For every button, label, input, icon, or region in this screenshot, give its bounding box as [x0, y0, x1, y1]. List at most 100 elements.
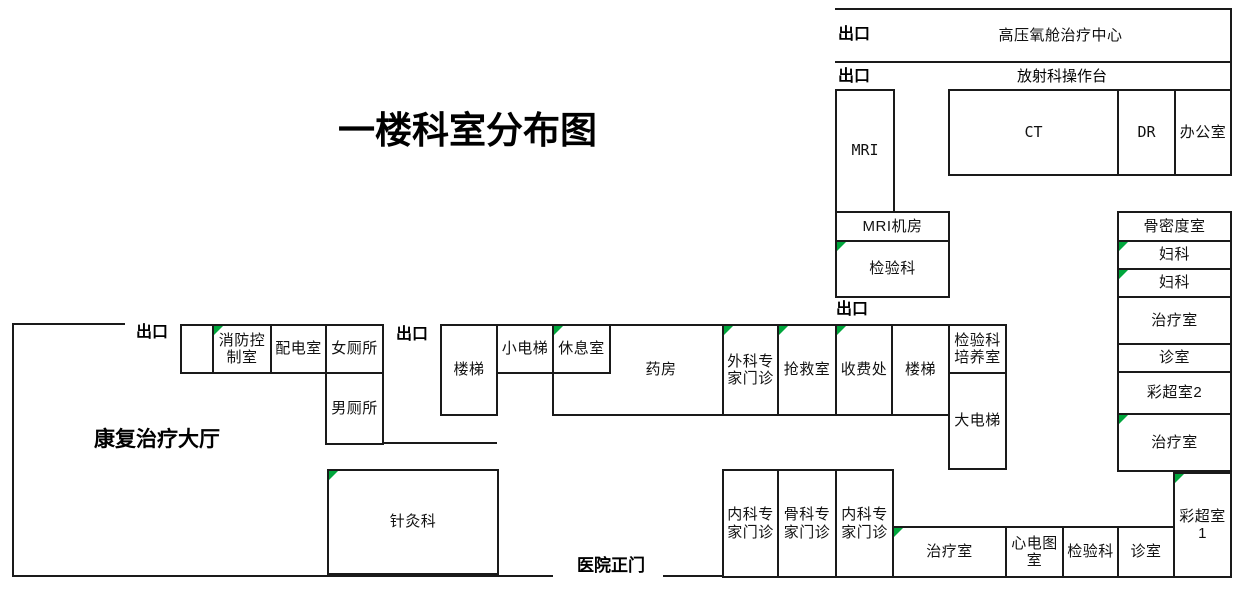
room-ultrasound-1: 彩超室 1 — [1173, 472, 1232, 578]
room-label-treatment-south: 治疗室 — [926, 543, 973, 561]
door-marker-icon — [554, 326, 563, 335]
label-exit-north: 出口 — [836, 301, 869, 318]
room-label-treatment-east-1: 治疗室 — [1151, 311, 1198, 329]
door-marker-icon — [1119, 270, 1128, 279]
room-label-dr: DR — [1137, 122, 1156, 141]
room-label-bone-density-room: 骨密度室 — [1143, 217, 1206, 235]
wall-hall-bottom-left — [12, 575, 553, 577]
room-cashier: 收费处 — [835, 324, 893, 416]
room-small-elevator: 小电梯 — [496, 324, 554, 374]
room-rescue-room: 抢救室 — [777, 324, 837, 416]
room-label-mri: MRI — [851, 141, 879, 160]
room-label-mens-toilet: 男厕所 — [331, 399, 378, 417]
room-label-cashier: 收费处 — [840, 361, 888, 379]
room-label-lab-south: 检验科 — [1067, 543, 1114, 561]
room-label-lab-north: 检验科 — [869, 260, 916, 278]
wall-hall-left — [12, 323, 14, 577]
room-label-rescue-room: 抢救室 — [783, 361, 831, 379]
room-stairs-west: 楼梯 — [440, 324, 498, 416]
room-dr: DR — [1117, 89, 1176, 176]
room-big-elevator: 大电梯 — [948, 372, 1007, 470]
door-marker-icon — [837, 326, 846, 335]
room-treatment-south: 治疗室 — [892, 526, 1007, 578]
door-marker-icon — [1119, 242, 1128, 251]
room-ct: CT — [948, 89, 1119, 176]
room-label-rest-room: 休息室 — [558, 340, 605, 358]
room-label-gynecology-2: 妇科 — [1158, 274, 1190, 292]
room-gynecology-1: 妇科 — [1117, 240, 1232, 270]
room-label-office: 办公室 — [1179, 123, 1227, 141]
room-treatment-east-1: 治疗室 — [1117, 296, 1232, 345]
room-ortho-expert-clinic: 骨科专 家门诊 — [777, 469, 837, 578]
room-acupuncture: 针灸科 — [327, 469, 499, 575]
room-label-power-distribution-room: 配电室 — [275, 340, 322, 358]
room-label-clinic-east: 诊室 — [1158, 349, 1190, 367]
room-label-hyperbaric-center: 高压氧舱治疗中心 — [998, 26, 1123, 44]
door-marker-icon — [779, 326, 788, 335]
room-clinic-east: 诊室 — [1117, 343, 1232, 373]
room-power-distribution-room: 配电室 — [270, 324, 327, 374]
room-label-ecg-room: 心电图 室 — [1011, 534, 1058, 569]
room-lab-north: 检验科 — [835, 240, 950, 298]
label-exit-hyperbaric: 出口 — [838, 26, 871, 43]
label-main-gate: 医院正门 — [577, 556, 645, 575]
room-label-fire-control-room: 消防控 制室 — [218, 331, 266, 366]
room-hyperbaric-center: 高压氧舱治疗中心 — [835, 8, 1232, 63]
door-marker-icon — [724, 326, 733, 335]
label-title: 一楼科室分布图 — [338, 110, 597, 151]
label-exit-radiology: 出口 — [838, 68, 871, 85]
room-treatment-east-2: 治疗室 — [1117, 413, 1232, 472]
room-label-mri-machine-room: MRI机房 — [862, 217, 923, 235]
room-label-stairs-east: 楼梯 — [904, 361, 936, 379]
room-label-clinic-south: 诊室 — [1130, 543, 1162, 561]
room-label-stairs-west: 楼梯 — [453, 361, 485, 379]
room-gynecology-2: 妇科 — [1117, 268, 1232, 298]
room-womens-toilet: 女厕所 — [325, 324, 384, 374]
room-label-acupuncture: 针灸科 — [389, 513, 437, 531]
door-marker-icon — [1175, 474, 1184, 483]
label-exit-mid: 出口 — [396, 326, 429, 343]
door-marker-icon — [837, 242, 846, 251]
room-label-small-elevator: 小电梯 — [501, 340, 549, 358]
room-clinic-south: 诊室 — [1117, 526, 1175, 578]
door-marker-icon — [894, 528, 903, 537]
door-marker-icon — [1119, 415, 1128, 424]
room-mri: MRI — [835, 89, 895, 213]
label-radiology-console: 放射科操作台 — [1016, 68, 1107, 85]
room-mens-toilet: 男厕所 — [325, 372, 384, 445]
room-label-pharmacy: 药房 — [645, 361, 677, 379]
room-label-womens-toilet: 女厕所 — [331, 340, 378, 358]
room-label-big-elevator: 大电梯 — [954, 412, 1001, 430]
room-rest-room: 休息室 — [552, 324, 611, 374]
room-internal-expert-clinic-1: 内科专 家门诊 — [722, 469, 779, 578]
room-label-ct: CT — [1024, 122, 1043, 141]
room-label-internal-expert-clinic-2: 内科专 家门诊 — [841, 506, 888, 541]
wall-hall-bottom-right — [663, 575, 724, 577]
room-ecg-room: 心电图 室 — [1005, 526, 1064, 578]
wall-toilet-corridor — [327, 442, 497, 444]
room-label-lab-culture-room: 检验科 培养室 — [954, 331, 1001, 366]
room-lab-culture-room: 检验科 培养室 — [948, 324, 1007, 374]
room-label-gynecology-1: 妇科 — [1158, 246, 1190, 264]
room-label-ortho-expert-clinic: 骨科专 家门诊 — [783, 506, 831, 541]
door-marker-icon — [214, 326, 223, 335]
room-label-treatment-east-2: 治疗室 — [1151, 433, 1198, 451]
room-surgery-expert-clinic: 外科专 家门诊 — [722, 324, 779, 416]
room-bone-density-room: 骨密度室 — [1117, 211, 1232, 242]
label-exit-west: 出口 — [136, 324, 169, 341]
room-mri-machine-room: MRI机房 — [835, 211, 950, 242]
room-label-internal-expert-clinic-1: 内科专 家门诊 — [727, 506, 774, 541]
wall-radiology-right-wall — [1230, 59, 1232, 91]
door-marker-icon — [329, 471, 338, 480]
room-ultrasound-2: 彩超室2 — [1117, 371, 1232, 415]
room-unlabeled — [180, 324, 214, 374]
room-stairs-east: 楼梯 — [891, 324, 950, 416]
room-lab-south: 检验科 — [1062, 526, 1119, 578]
wall-hall-top — [12, 323, 125, 325]
room-office: 办公室 — [1174, 89, 1232, 176]
room-fire-control-room: 消防控 制室 — [212, 324, 272, 374]
room-internal-expert-clinic-2: 内科专 家门诊 — [835, 469, 894, 578]
label-rehab-hall: 康复治疗大厅 — [94, 428, 220, 451]
room-label-ultrasound-2: 彩超室2 — [1146, 384, 1203, 402]
